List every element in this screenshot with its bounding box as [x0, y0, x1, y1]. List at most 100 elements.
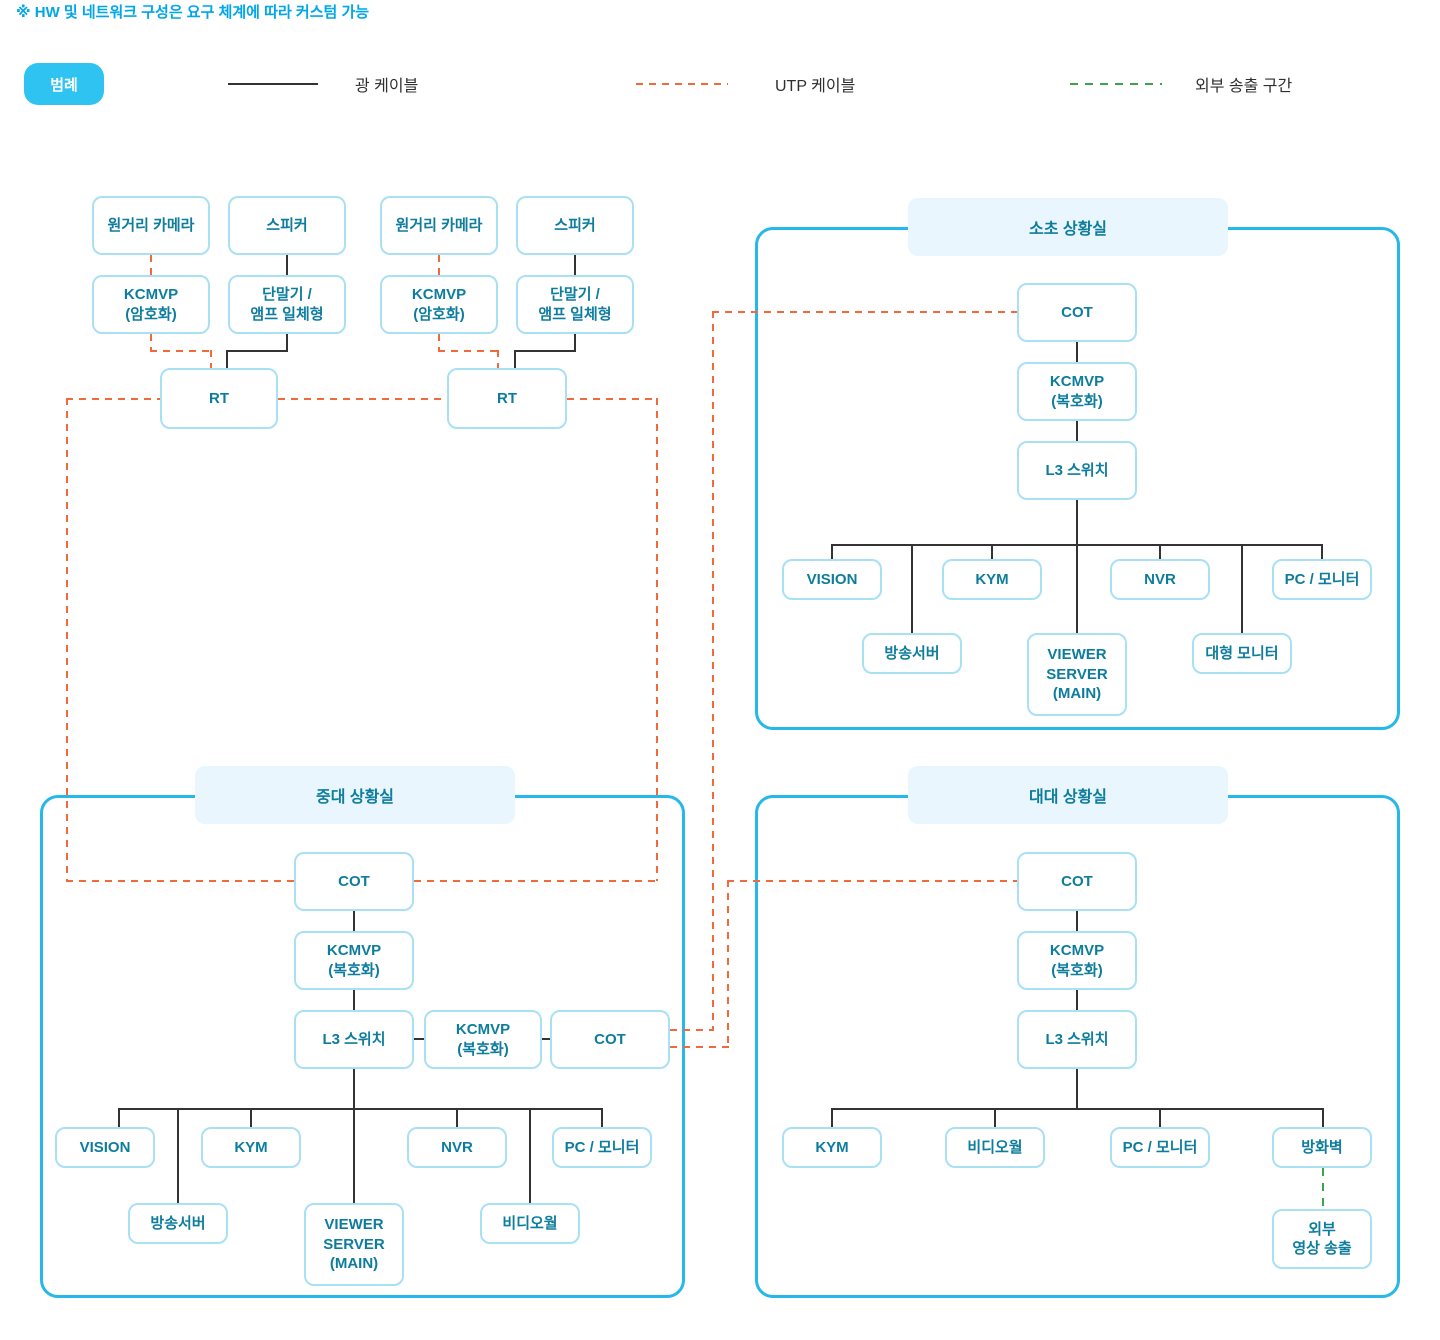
connector-rt2-jungdae-cot [414, 880, 658, 882]
connector-term1-rt [286, 334, 288, 351]
node-speaker-2: 스피커 [516, 196, 634, 255]
connector-rt1-jungdae-cot [66, 398, 160, 400]
node-jungdae-kym: KYM [201, 1127, 301, 1168]
connector-camera1-enc [150, 255, 152, 275]
connector-jungdae-drop-vision [118, 1108, 120, 1127]
connector-term2-rt [574, 334, 576, 351]
connector-jungdae-drop-kym [250, 1108, 252, 1127]
connector-jungdae-drop-viewer [353, 1108, 355, 1203]
node-jungdae-pc-monitor: PC / 모니터 [552, 1127, 652, 1168]
connector-socho-cot-link [712, 311, 714, 1030]
node-daedae-firewall: 방화벽 [1272, 1127, 1372, 1168]
node-socho-vision: VISION [782, 559, 882, 600]
connector-camera2-enc [438, 255, 440, 275]
legend-title-badge: 범례 [24, 63, 104, 105]
connector-jungdae-l3-bus [353, 1069, 355, 1109]
node-daedae-kym: KYM [782, 1127, 882, 1168]
node-jungdae-cot-2: COT [550, 1010, 670, 1069]
legend-label-utp: UTP 케이블 [775, 78, 856, 95]
node-socho-kcmvp: KCMVP (복호화) [1017, 362, 1137, 421]
node-daedae-kcmvp: KCMVP (복호화) [1017, 931, 1137, 990]
connector-jungdae-kcmvp2-cot2 [542, 1038, 551, 1040]
connector-socho-drop-broadcast [911, 544, 913, 634]
node-socho-nvr: NVR [1110, 559, 1210, 600]
panel-badge-jungdae: 중대 상황실 [195, 766, 515, 824]
connector-daedae-cot-kcmvp [1076, 911, 1078, 931]
node-jungdae-nvr: NVR [407, 1127, 507, 1168]
legend-card: 범례 광 케이블 UTP 케이블 외부 송출 구간 [8, 36, 1432, 132]
connector-jungdae-cot-kcmvp [353, 911, 355, 931]
connector-term1-rt [226, 350, 288, 352]
node-jungdae-kcmvp: KCMVP (복호화) [294, 931, 414, 990]
panel-badge-socho: 소초 상황실 [908, 198, 1228, 256]
connector-socho-drop-kym [991, 544, 993, 560]
connector-speaker2-term [574, 255, 576, 275]
connector-jungdae-drop-nvr [456, 1108, 458, 1127]
connector-jungdae-drop-pc [601, 1108, 603, 1127]
connector-rt2-jungdae-cot [656, 398, 658, 881]
connector-daedae-cot-link [727, 880, 1017, 882]
legend-solid-line-sample [228, 83, 318, 85]
node-daedae-external-output: 외부 영상 송출 [1272, 1209, 1372, 1269]
connector-jungdae-l3-kcmvp2 [414, 1038, 424, 1040]
connector-daedae-drop-videowall [994, 1108, 996, 1127]
node-jungdae-broadcast-server: 방송서버 [128, 1203, 228, 1244]
node-speaker-1: 스피커 [228, 196, 346, 255]
connector-socho-drop-pc [1321, 544, 1323, 560]
legend-label-external: 외부 송출 구간 [1195, 78, 1293, 95]
connector-socho-cot-kcmvp [1076, 342, 1078, 362]
connector-daedae-drop-firewall [1322, 1108, 1324, 1127]
connector-socho-cot-link [712, 311, 1017, 313]
legend-label-optical: 광 케이블 [355, 78, 419, 95]
connector-rt2-jungdae-cot [567, 398, 658, 400]
connector-socho-drop-bigmon [1241, 544, 1243, 634]
legend-utp-line-sample [636, 83, 728, 85]
connector-daedae-cot-link [727, 880, 729, 1047]
node-rt-2: RT [447, 368, 567, 429]
connector-rt1-jungdae-cot [66, 398, 68, 881]
connector-daedae-drop-pc [1159, 1108, 1161, 1127]
connector-rt1-jungdae-cot [66, 880, 294, 882]
connector-socho-cot-link [670, 1029, 714, 1031]
connector-enc1-rt [210, 350, 212, 368]
connector-socho-drop-viewer [1076, 544, 1078, 634]
node-jungdae-cot: COT [294, 852, 414, 911]
connector-term2-rt [514, 350, 516, 368]
connector-socho-l3-bus [1076, 500, 1078, 546]
node-terminal-amp-1: 단말기 / 앰프 일체형 [228, 275, 346, 334]
connector-jungdae-bus [118, 1108, 603, 1110]
node-camera-1: 원거리 카메라 [92, 196, 210, 255]
node-jungdae-vision: VISION [55, 1127, 155, 1168]
node-jungdae-l3-switch: L3 스위치 [294, 1010, 414, 1069]
node-jungdae-viewer-server: VIEWER SERVER (MAIN) [304, 1203, 404, 1286]
connector-daedae-kcmvp-l3 [1076, 990, 1078, 1010]
node-daedae-pc-monitor: PC / 모니터 [1110, 1127, 1210, 1168]
connector-rt1-rt2 [278, 398, 447, 400]
connector-enc2-rt [438, 334, 440, 351]
connector-firewall-external [1322, 1168, 1324, 1209]
node-socho-viewer-server: VIEWER SERVER (MAIN) [1027, 633, 1127, 716]
connector-speaker1-term [286, 255, 288, 275]
node-socho-kym: KYM [942, 559, 1042, 600]
node-socho-broadcast-server: 방송서버 [862, 633, 962, 674]
node-rt-1: RT [160, 368, 278, 429]
connector-term1-rt [226, 350, 228, 368]
node-daedae-cot: COT [1017, 852, 1137, 911]
connector-daedae-drop-kym [831, 1108, 833, 1127]
connector-enc2-rt [438, 350, 499, 352]
connector-daedae-cot-link [670, 1046, 729, 1048]
node-socho-cot: COT [1017, 283, 1137, 342]
connector-daedae-bus [832, 1108, 1323, 1110]
panel-badge-daedae: 대대 상황실 [908, 766, 1228, 824]
connector-term2-rt [514, 350, 576, 352]
node-jungdae-videowall: 비디오월 [480, 1203, 580, 1244]
connector-daedae-l3-bus [1076, 1069, 1078, 1109]
node-kcmvp-encrypt-1: KCMVP (암호화) [92, 275, 210, 334]
connector-enc2-rt [497, 350, 499, 368]
node-socho-big-monitor: 대형 모니터 [1192, 633, 1292, 674]
node-jungdae-kcmvp-2: KCMVP (복호화) [424, 1010, 542, 1069]
node-daedae-videowall: 비디오월 [945, 1127, 1045, 1168]
node-daedae-l3-switch: L3 스위치 [1017, 1010, 1137, 1069]
connector-socho-kcmvp-l3 [1076, 421, 1078, 441]
